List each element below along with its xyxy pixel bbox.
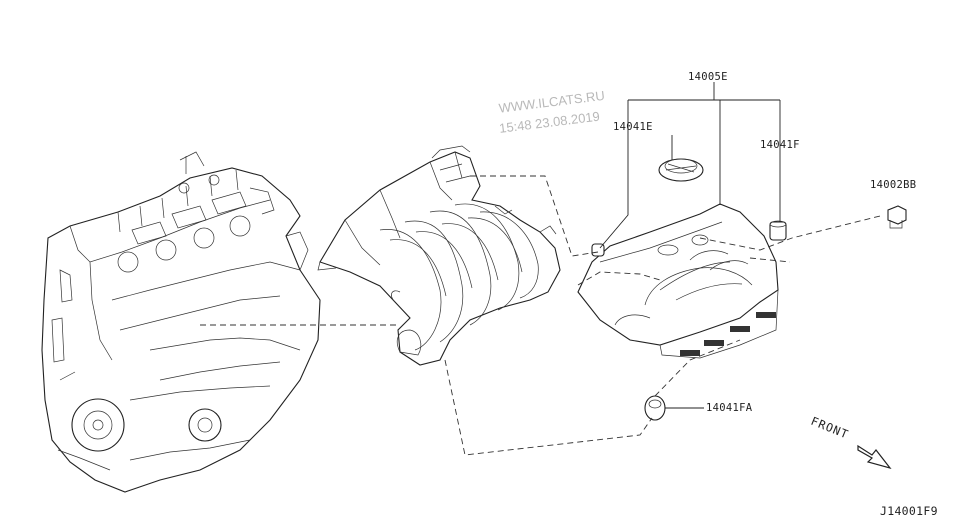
assembly-dashed-lines (200, 175, 881, 456)
grommet-right-part (769, 220, 787, 241)
callout-14041E[interactable]: 14041E (613, 121, 653, 133)
grommet-lower-part (644, 395, 666, 421)
callout-14005E[interactable]: 14005E (688, 71, 728, 83)
leader-lines (599, 82, 781, 409)
callout-14002BB[interactable]: 14002BB (870, 179, 916, 191)
front-direction-indicator: FRONT (809, 414, 892, 470)
engine-block-illustration (41, 151, 321, 493)
callout-14041F[interactable]: 14041F (760, 139, 800, 151)
intake-manifold-illustration (317, 145, 561, 366)
front-arrow-icon (857, 444, 892, 470)
oil-filler-cap-part (658, 158, 704, 182)
callout-14041FA[interactable]: 14041FA (706, 402, 753, 414)
bolt-part (887, 205, 907, 229)
front-label: FRONT (809, 414, 851, 442)
diagram-code: J14001F9 (880, 504, 938, 518)
watermark: WWW.ILCATS.RU 15:48 23.08.2019 (498, 88, 606, 136)
engine-cover-illustration (577, 203, 779, 359)
